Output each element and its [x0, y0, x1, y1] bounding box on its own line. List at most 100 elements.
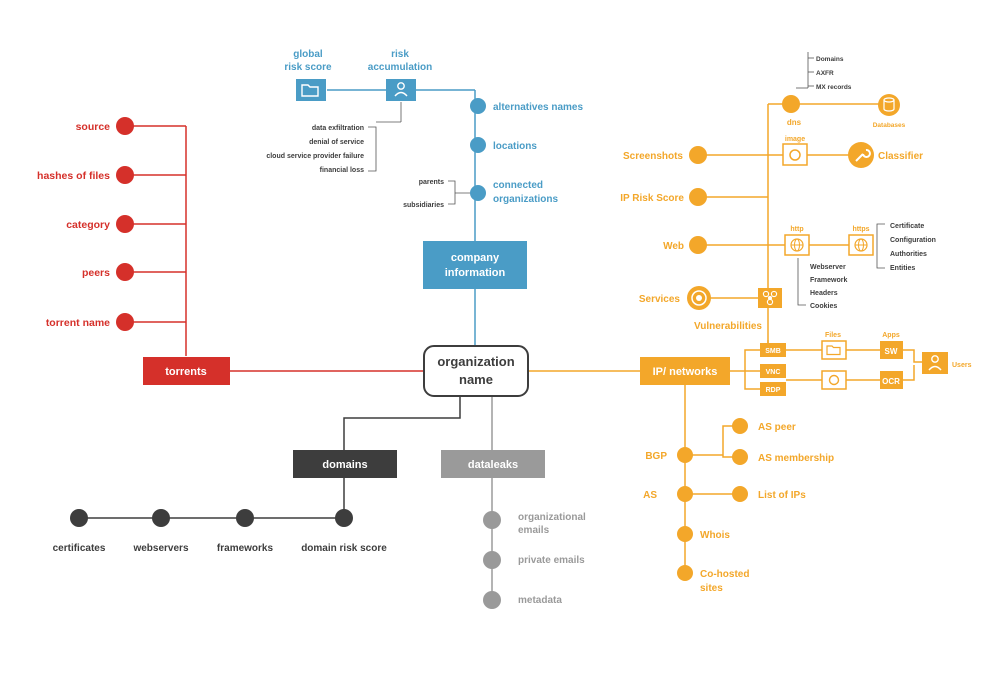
- vnc-box: [760, 364, 786, 378]
- https-item: Certificate: [890, 223, 924, 230]
- sw-box: [880, 341, 903, 359]
- torrents-item-label: category: [66, 219, 110, 231]
- connected-label: organizations: [493, 194, 558, 205]
- ip-risk-label: IP Risk Score: [620, 193, 684, 204]
- parents-label: parents: [419, 179, 444, 186]
- torrents-node: [116, 263, 134, 281]
- torrents-item-label: torrent name: [46, 317, 110, 329]
- http-item: Cookies: [810, 303, 837, 310]
- user-icon: [922, 352, 948, 374]
- connected-node: [470, 185, 486, 201]
- folder-icon: [821, 340, 847, 360]
- company-connectors: [327, 89, 476, 345]
- camera-icon: [821, 370, 847, 390]
- dns-item: MX records: [816, 84, 852, 91]
- cohosted-node: [677, 565, 693, 581]
- torrents-title: torrents: [165, 366, 207, 378]
- organization-name-node: organization name: [423, 345, 529, 397]
- ip-connectors: [528, 52, 922, 573]
- as-membership-label: AS membership: [758, 453, 834, 464]
- torrents-branch: source hashes of files category peers to…: [37, 117, 230, 385]
- databases-label: Databases: [873, 122, 906, 129]
- whois-node: [677, 526, 693, 542]
- domains-connectors: [79, 396, 461, 519]
- domains-node: [335, 509, 353, 527]
- cohosted-label: Co-hosted: [700, 569, 749, 580]
- risk-acc-label: risk: [391, 49, 409, 60]
- ocr-label: OCR: [882, 377, 900, 386]
- services-label: Services: [639, 294, 681, 305]
- ip-networks-box: [640, 357, 730, 385]
- private-emails-label: private emails: [518, 555, 585, 566]
- ocr-box: [880, 371, 903, 389]
- org-emails-label: emails: [518, 525, 550, 536]
- user-icon: [386, 79, 416, 101]
- torrents-connectors: [125, 125, 424, 372]
- subsidiaries-label: subsidiaries: [403, 202, 444, 209]
- rdp-box: [760, 382, 786, 396]
- bgp-label: BGP: [645, 451, 667, 462]
- domains-item-label: certificates: [53, 543, 106, 554]
- torrents-node: [116, 117, 134, 135]
- alternatives-node: [470, 98, 486, 114]
- risk-acc-label: accumulation: [368, 62, 432, 73]
- domains-box: [293, 450, 397, 478]
- center-line2: name: [459, 372, 493, 387]
- list-ips-node: [732, 486, 748, 502]
- vulnerabilities-label: Vulnerabilities: [694, 321, 762, 332]
- global-risk-label: global: [293, 49, 323, 60]
- risk-item: cloud service provider failure: [266, 153, 364, 160]
- ip-risk-node: [689, 188, 707, 206]
- https-label: https: [852, 226, 869, 233]
- domains-node: [152, 509, 170, 527]
- classifier-label: Classifier: [878, 151, 923, 162]
- locations-label: locations: [493, 141, 537, 152]
- apps-label: Apps: [882, 332, 900, 339]
- dataleaks-node: [483, 591, 501, 609]
- dataleaks-branch: dataleaks organizational emails private …: [441, 450, 586, 609]
- metadata-label: metadata: [518, 595, 562, 606]
- connected-label: connected: [493, 180, 543, 191]
- folder-icon: [296, 79, 326, 101]
- domains-node: [236, 509, 254, 527]
- vnc-label: VNC: [766, 369, 781, 376]
- torrents-node: [116, 166, 134, 184]
- torrents-node: [116, 215, 134, 233]
- web-node: [689, 236, 707, 254]
- sw-label: SW: [885, 347, 898, 356]
- global-risk-label: risk score: [284, 62, 332, 73]
- domains-item-label: domain risk score: [301, 543, 387, 554]
- http-label: http: [790, 226, 803, 233]
- as-node: [677, 486, 693, 502]
- dns-label: dns: [787, 118, 802, 127]
- company-title-line1: company: [451, 252, 500, 264]
- company-info-box: [423, 241, 527, 289]
- domains-node: [70, 509, 88, 527]
- risk-item: denial of service: [309, 139, 364, 146]
- users-label: Users: [952, 362, 972, 369]
- http-item: Webserver: [810, 264, 846, 271]
- company-branch: company information global risk score ri…: [266, 49, 583, 289]
- files-label: Files: [825, 332, 841, 339]
- risk-item: financial loss: [320, 167, 364, 174]
- ip-branch: IP/ networks dns Domains AXFR MX records…: [620, 56, 971, 594]
- as-peer-node: [732, 418, 748, 434]
- smb-box: [760, 343, 786, 357]
- dataleaks-box: [441, 450, 545, 478]
- https-item: Entities: [890, 265, 915, 272]
- screenshots-node: [689, 146, 707, 164]
- dataleaks-node: [483, 551, 501, 569]
- domains-branch: domains certificates webservers framewor…: [53, 450, 397, 554]
- torrents-item-label: source: [76, 121, 111, 133]
- screenshots-label: Screenshots: [623, 151, 683, 162]
- dataleaks-node: [483, 511, 501, 529]
- domains-item-label: frameworks: [217, 543, 274, 554]
- whois-label: Whois: [700, 530, 730, 541]
- rdp-label: RDP: [766, 387, 781, 394]
- image-label: image: [785, 136, 805, 143]
- torrents-item-label: hashes of files: [37, 170, 110, 182]
- company-title-line2: information: [445, 267, 506, 279]
- smb-label: SMB: [765, 348, 781, 355]
- dataleaks-title: dataleaks: [468, 459, 518, 471]
